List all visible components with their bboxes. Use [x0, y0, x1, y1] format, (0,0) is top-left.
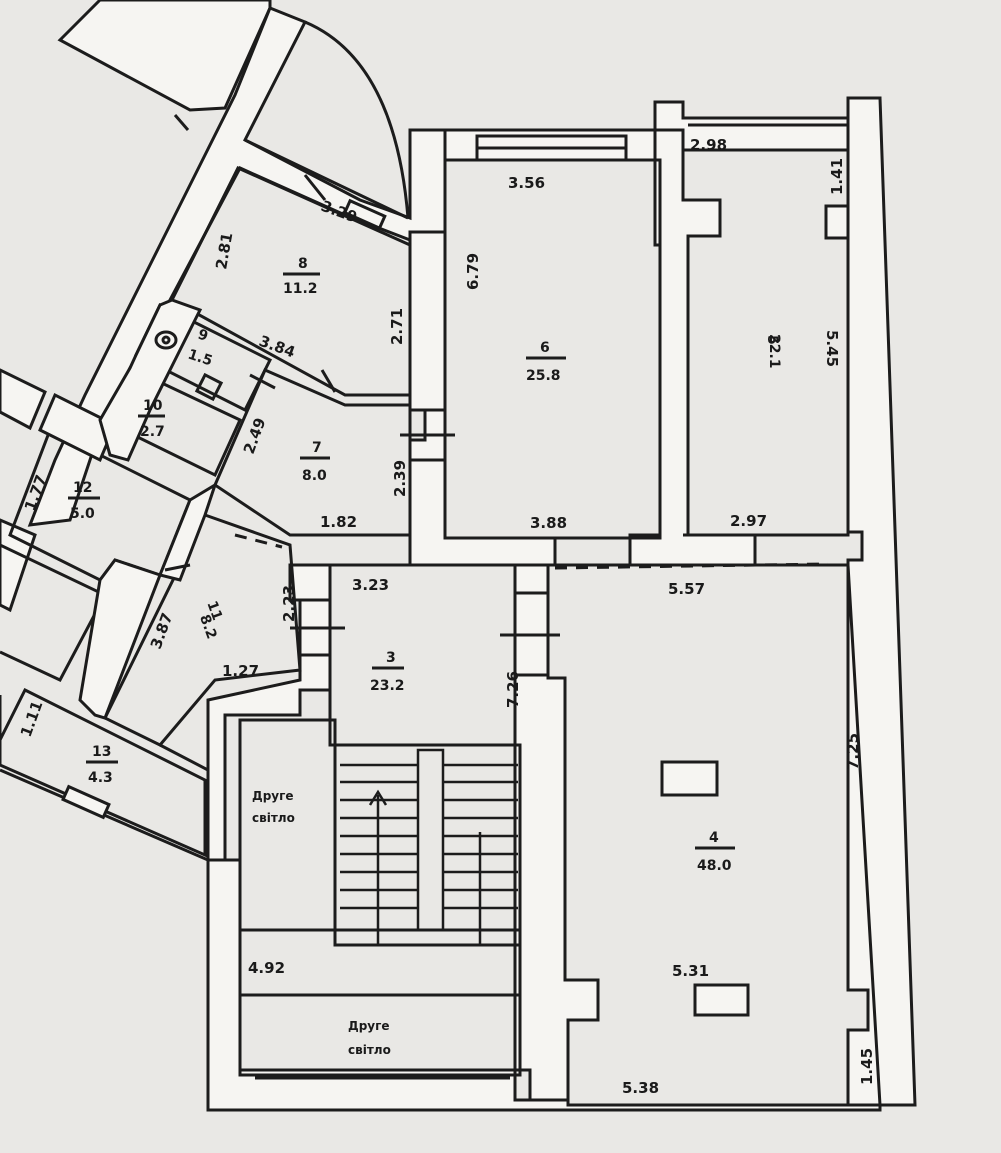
- room-6-outline: [443, 158, 662, 540]
- dimension: 7.25: [844, 733, 862, 770]
- room-area: 48.0: [697, 858, 732, 874]
- room-number: 8: [298, 256, 308, 272]
- column: [693, 983, 750, 1017]
- dimension: 2.39: [391, 460, 409, 497]
- dimension: 1.41: [828, 158, 846, 195]
- wall-3-4: [513, 563, 600, 1102]
- dimension: 2.81: [212, 231, 236, 271]
- room-number: 12: [73, 480, 92, 496]
- dimension: 3.88: [530, 514, 567, 532]
- window: [61, 784, 111, 820]
- wall-11-lower: [159, 743, 210, 860]
- wall-arc-base: [244, 138, 409, 220]
- dimension: 4.92: [248, 959, 285, 977]
- sink-fixture: [194, 372, 224, 402]
- second-light-label-lower-line1: Друге: [348, 1019, 390, 1033]
- dimension: 3.87: [147, 610, 177, 651]
- left-wing: [0, 0, 447, 862]
- dimension: 3.23: [352, 576, 389, 594]
- wall-wedge-top: [57, 0, 272, 112]
- wall-top-right: [408, 96, 882, 232]
- dimension: 2.98: [690, 136, 727, 154]
- second-light-label-upper-line1: Друге: [252, 789, 294, 803]
- wall-left-a: [0, 368, 47, 431]
- door-tick: [320, 369, 337, 393]
- door-tick: [249, 373, 276, 390]
- wall-arc: [304, 20, 410, 219]
- stair-arrow-head: [368, 789, 388, 806]
- toilet-fixture: [154, 330, 178, 350]
- wall-left-b: [0, 518, 37, 613]
- room-area: 5.0: [70, 506, 95, 522]
- opening-11-7: [234, 533, 283, 549]
- room-area: 22.1: [766, 334, 782, 369]
- wall-bottom: [206, 858, 882, 1112]
- toilet-fixture: [161, 335, 171, 345]
- dimension: 1.45: [858, 1048, 876, 1085]
- dimension: 2.71: [388, 308, 406, 345]
- dimension: 5.38: [622, 1079, 659, 1097]
- dimension: 5.57: [668, 580, 705, 598]
- room-5-outline: [683, 148, 850, 537]
- room-area: 2.7: [140, 424, 165, 440]
- windows: [475, 123, 848, 162]
- dimension: 1.82: [320, 513, 357, 531]
- dimension: 7.26: [504, 671, 522, 708]
- room-number: 5: [764, 335, 780, 345]
- stairs: [340, 748, 518, 947]
- door-tick: [164, 563, 191, 572]
- room-area: 23.2: [370, 678, 405, 694]
- room-number: 7: [312, 440, 322, 456]
- door-tick: [173, 114, 190, 131]
- dimension: 5.31: [672, 962, 709, 980]
- room-area: 11.2: [283, 281, 318, 297]
- room-area: 4.3: [88, 770, 113, 786]
- stairwell-outline: [333, 743, 522, 947]
- wall-11-12: [157, 481, 218, 582]
- dimension: 2.49: [240, 415, 270, 456]
- walls: [206, 96, 917, 1112]
- window: [342, 198, 387, 231]
- room-8-outline: [170, 166, 412, 397]
- room-area: 8.0: [302, 468, 327, 484]
- second-light-label-lower-line2: світло: [348, 1043, 391, 1057]
- dimension: 5.45: [823, 330, 841, 367]
- room-number: 10: [143, 398, 163, 414]
- room-number: 6: [540, 340, 550, 356]
- door-tick: [303, 174, 327, 201]
- room-number: 13: [92, 744, 111, 760]
- dimension: 6.79: [464, 253, 482, 290]
- room-number: 3: [386, 650, 396, 666]
- dimension: 2.97: [730, 512, 767, 530]
- room-area: 25.8: [526, 368, 561, 384]
- room-number: 4: [709, 830, 719, 846]
- wall-11-left: [78, 558, 162, 720]
- room-labels: 3 23.2 4 48.0 5 22.1 6 25.8 7 8.0 8 11.2…: [68, 256, 782, 874]
- second-light-upper: [238, 718, 337, 932]
- second-light-lower: [238, 993, 522, 1077]
- room-number: 9: [196, 327, 210, 345]
- stair-stringer: [416, 748, 445, 932]
- wall-6-5: [628, 128, 757, 567]
- room-number: 11: [203, 599, 225, 623]
- room-area: 1.5: [186, 347, 215, 370]
- wall-left-c: [0, 543, 108, 682]
- second-light-label-upper-line2: світло: [252, 811, 295, 825]
- column: [660, 760, 719, 797]
- dimension: 2.23: [280, 585, 298, 622]
- notes: Друге світло Друге світло: [252, 789, 391, 1057]
- dimension: 1.11: [17, 698, 47, 739]
- dimension: 3.56: [508, 174, 545, 192]
- dimension: 1.27: [222, 662, 259, 680]
- opening-4-5: [554, 562, 829, 570]
- room-area: 8.2: [196, 613, 220, 642]
